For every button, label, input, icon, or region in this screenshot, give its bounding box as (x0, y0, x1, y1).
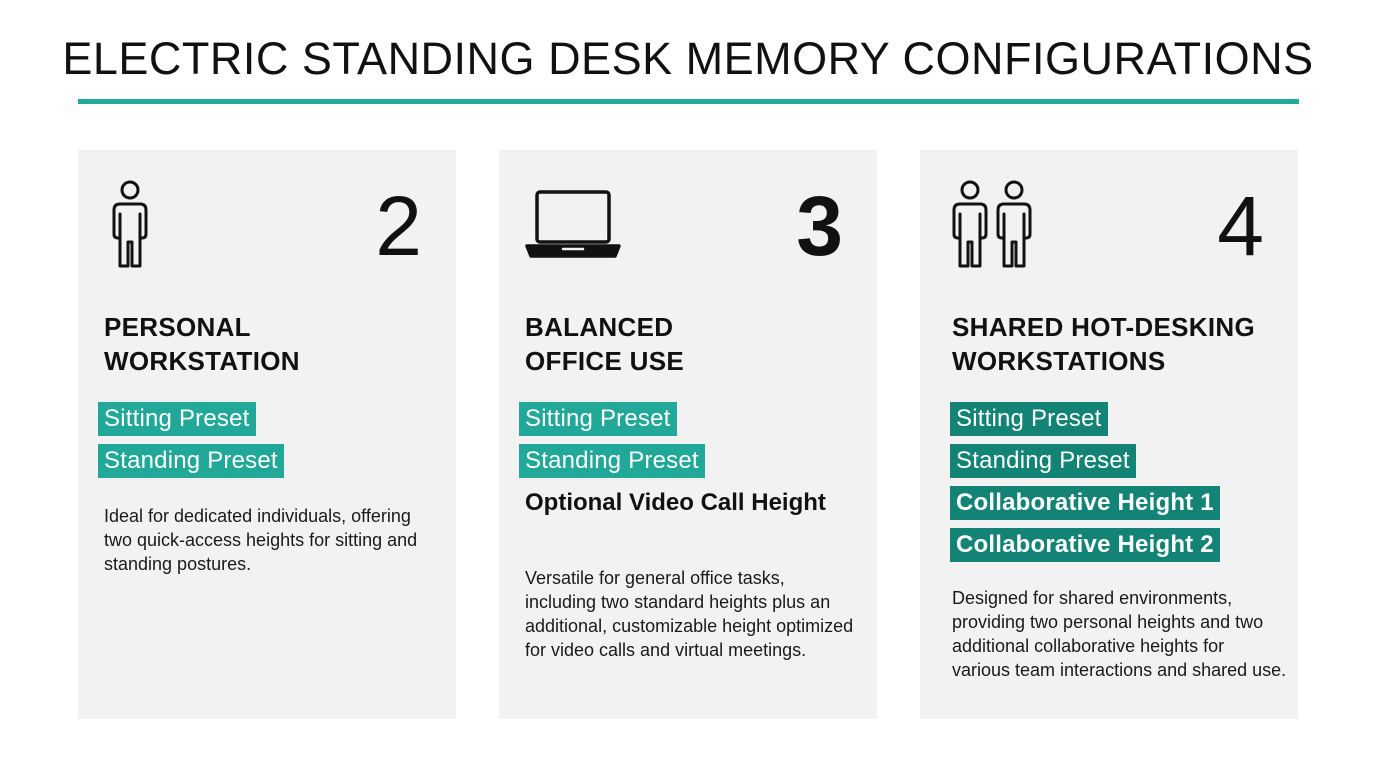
person-icon (106, 180, 166, 270)
card-description: Designed for shared environments, provid… (952, 588, 1287, 680)
preset-tag-sitting: Sitting Preset (950, 402, 1108, 436)
preset-list: Sitting Preset Standing Preset (98, 402, 284, 486)
card-heading: BALANCED OFFICE USE (525, 312, 685, 376)
card-personal-workstation: 2 PERSONAL WORKSTATION Sitting Preset St… (78, 150, 456, 719)
card-description: Ideal for dedicated individuals, offerin… (104, 506, 418, 574)
preset-list: Sitting Preset Standing Preset Collabora… (950, 402, 1220, 570)
preset-tag-collaborative-1: Collaborative Height 1 (950, 486, 1220, 520)
preset-list: Sitting Preset Standing Preset (519, 402, 705, 486)
preset-tag-sitting: Sitting Preset (519, 402, 677, 436)
optional-preset-heading: Optional Video Call Height (525, 489, 826, 516)
preset-tag-standing: Standing Preset (519, 444, 705, 478)
two-people-icon (950, 180, 1040, 270)
preset-tag-standing: Standing Preset (98, 444, 284, 478)
preset-count: 4 (1217, 179, 1264, 273)
card-balanced-office-use: 3 BALANCED OFFICE USE Sitting Preset Sta… (499, 150, 877, 719)
title-divider (78, 99, 1299, 104)
card-description: Versatile for general office tasks, incl… (525, 568, 854, 660)
laptop-icon (525, 188, 621, 278)
card-heading: SHARED HOT-DESKING WORKSTATIONS (952, 312, 1255, 376)
card-shared-hot-desking: 4 SHARED HOT-DESKING WORKSTATIONS Sittin… (920, 150, 1298, 719)
preset-count: 3 (796, 179, 843, 273)
card-heading: PERSONAL WORKSTATION (104, 312, 300, 376)
preset-count: 2 (375, 179, 422, 273)
preset-tag-sitting: Sitting Preset (98, 402, 256, 436)
page-title: ELECTRIC STANDING DESK MEMORY CONFIGURAT… (62, 33, 1314, 84)
preset-tag-standing: Standing Preset (950, 444, 1136, 478)
preset-tag-collaborative-2: Collaborative Height 2 (950, 528, 1220, 562)
